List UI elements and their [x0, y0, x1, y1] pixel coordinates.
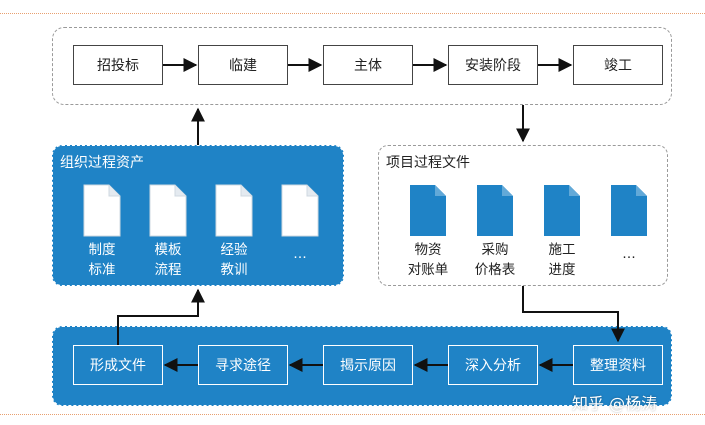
project-file-label-progress: 施工进度	[548, 242, 576, 278]
project-files-title: 项目过程文件	[386, 155, 470, 171]
step-organize-data: 整理资料	[573, 345, 663, 385]
project-file-label-materials: 物资对账单	[407, 242, 449, 278]
stage-main-structure: 主体	[323, 45, 413, 85]
stage-temporary-works: 临建	[198, 45, 288, 85]
stage-completion: 竣工	[573, 45, 663, 85]
org-asset-label-lessons: 经验教训	[220, 242, 248, 278]
arrow-files-to-organize	[522, 286, 625, 343]
watermark: 知乎 @杨涛	[572, 394, 658, 413]
document-icon	[544, 185, 580, 236]
stages-frame	[52, 27, 672, 105]
stage-installation: 安装阶段	[448, 45, 538, 85]
org-assets-title: 组织过程资产	[60, 155, 144, 171]
arrow-document-to-assets	[117, 288, 205, 345]
step-deep-analysis: 深入分析	[448, 345, 538, 385]
project-file-label-purchasing: 采购价格表	[474, 242, 516, 278]
stage-bidding: 招投标	[73, 45, 163, 85]
document-icon	[215, 184, 253, 237]
document-icon	[149, 184, 187, 237]
bottom-divider	[0, 414, 705, 415]
project-file-label-more: …	[622, 246, 636, 262]
org-asset-label-templates: 模板流程	[154, 242, 182, 278]
top-divider	[0, 13, 705, 14]
step-seek-approach: 寻求途径	[198, 345, 288, 385]
document-icon	[281, 184, 319, 237]
step-reveal-cause: 揭示原因	[323, 345, 413, 385]
document-icon	[611, 185, 647, 236]
document-icon	[83, 184, 121, 237]
document-icon	[410, 185, 446, 236]
org-asset-label-rules: 制度标准	[88, 242, 116, 278]
step-form-document: 形成文件	[73, 345, 163, 385]
org-asset-label-more: …	[293, 246, 307, 262]
document-icon	[477, 185, 513, 236]
